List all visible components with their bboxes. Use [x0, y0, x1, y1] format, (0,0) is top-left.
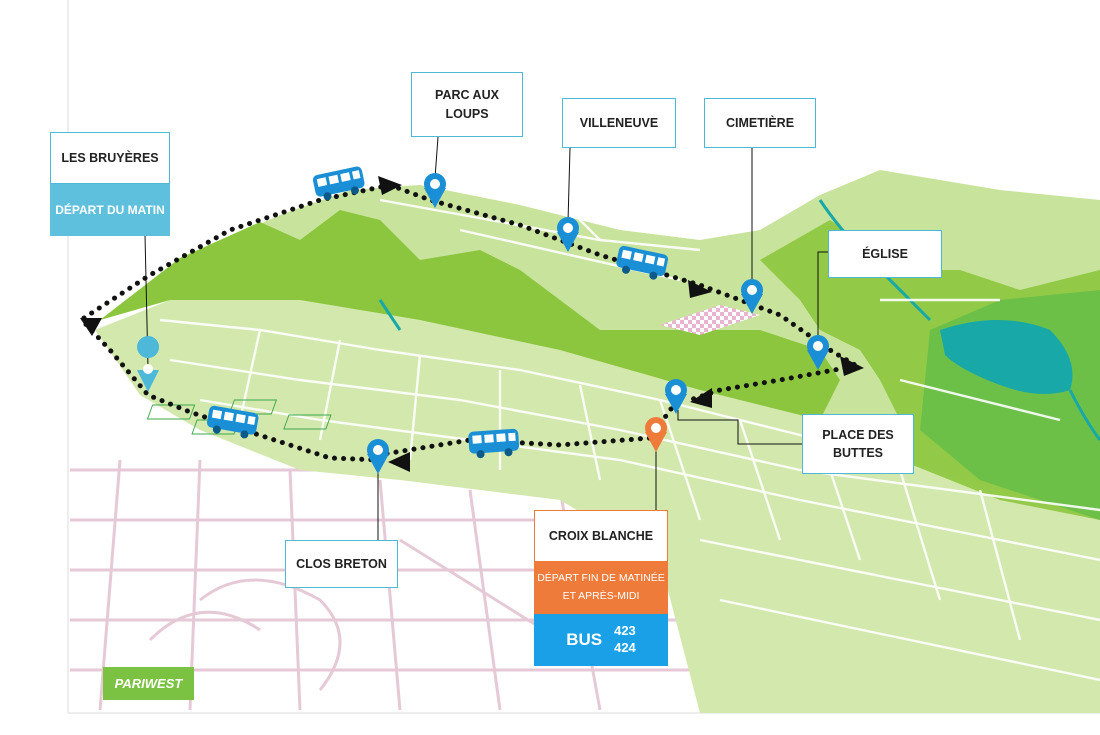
- stop-label-eglise: ÉGLISE: [828, 230, 942, 278]
- stop-note-croix-blanche: DÉPART FIN DE MATINÉE ET APRÈS-MIDI: [534, 562, 668, 614]
- map-pin-icon[interactable]: [137, 336, 160, 392]
- bus-line-number: 424: [614, 640, 636, 655]
- stop-note-les-bruyeres: DÉPART DU MATIN: [50, 184, 170, 236]
- stop-note-line1: DÉPART FIN DE MATINÉE: [537, 572, 665, 585]
- stop-name: CLOS BRETON: [296, 556, 387, 571]
- route-arrow-icon: [80, 176, 864, 472]
- stop-name-line1: PARC AUX: [435, 88, 499, 103]
- stop-name-line2: BUTTES: [833, 446, 883, 460]
- map-pin-icon[interactable]: [424, 173, 446, 208]
- stop-name: CROIX BLANCHE: [548, 528, 654, 543]
- map-pin-icon[interactable]: [645, 417, 667, 452]
- stop-name: ÉGLISE: [862, 246, 908, 261]
- stop-label-cimetiere: CIMETIÈRE: [704, 98, 816, 148]
- checkered-field: [660, 305, 760, 335]
- bus-line-numbers: 423 424: [614, 623, 636, 657]
- stop-name: CIMETIÈRE: [725, 115, 795, 130]
- bus-icon: [468, 428, 520, 459]
- stop-label-villeneuve: VILLENEUVE: [562, 98, 676, 148]
- bus-icon: [312, 166, 365, 201]
- bus-label: BUS: [566, 630, 603, 649]
- stop-label-parc-aux-loups: PARC AUX LOUPS: [411, 72, 523, 137]
- forest-area: [100, 210, 840, 420]
- map-pin-icon[interactable]: [807, 335, 829, 370]
- map-pin-icon[interactable]: [741, 279, 763, 314]
- stop-label-clos-breton: CLOS BRETON: [285, 540, 398, 588]
- stop-label-croix-blanche: CROIX BLANCHE: [534, 510, 668, 562]
- brand-text: PARIWEST: [114, 676, 183, 691]
- bus-lines-box: BUS 423 424: [534, 614, 668, 666]
- bus-icon: [616, 245, 668, 280]
- stop-note-line2: ET APRÈS-MIDI: [562, 590, 640, 602]
- stop-note-text: DÉPART DU MATIN: [55, 203, 165, 217]
- residential-area: [95, 300, 1100, 713]
- bus-line-number: 423: [614, 623, 636, 639]
- stop-label-place-des-buttes: PLACE DES BUTTES: [802, 414, 914, 474]
- stop-name: LES BRUYÈRES: [61, 150, 159, 165]
- lake: [940, 320, 1073, 394]
- map-pin-icon[interactable]: [557, 217, 579, 252]
- stop-name-line2: LOUPS: [445, 106, 489, 121]
- stop-name-line1: PLACE DES: [822, 427, 894, 442]
- map-pin-icon[interactable]: [367, 439, 389, 474]
- stream: [378, 299, 402, 331]
- map-pin-icon[interactable]: [665, 379, 687, 414]
- bus-icon: [206, 405, 259, 439]
- stop-label-les-bruyeres: LES BRUYÈRES: [50, 132, 170, 184]
- brand-logo: PARIWEST: [103, 667, 194, 700]
- stop-name: VILLENEUVE: [579, 115, 659, 130]
- river-east: [1068, 389, 1100, 441]
